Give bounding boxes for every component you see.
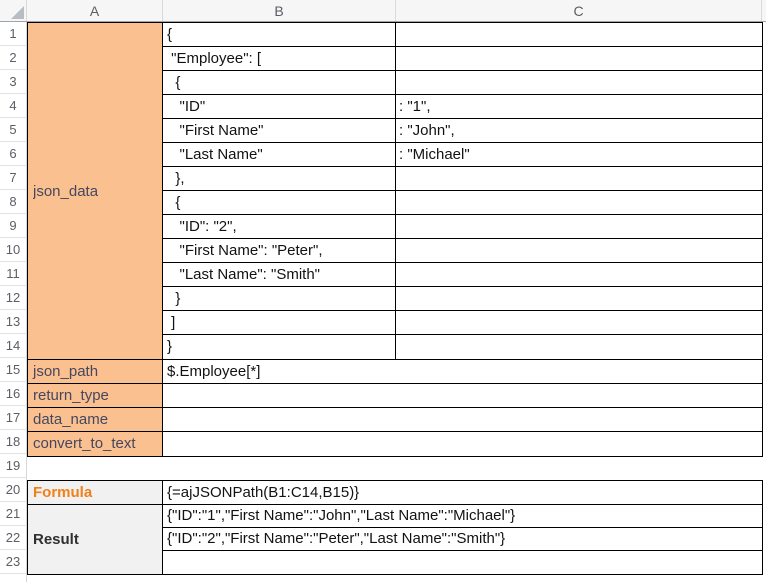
table-row: {: [163, 71, 762, 95]
table-row: }: [163, 335, 762, 359]
table-row: "Last Name" : "Michael": [163, 143, 762, 167]
table-row: },: [163, 167, 762, 191]
cell-c13[interactable]: [396, 311, 762, 334]
row-header-4[interactable]: 4: [0, 94, 27, 118]
cell-c8[interactable]: [396, 191, 762, 214]
cell-b5[interactable]: "First Name": [163, 119, 396, 142]
cell-c4[interactable]: : "1",: [399, 98, 431, 115]
row-header-17[interactable]: 17: [0, 406, 27, 430]
cell-c3[interactable]: [396, 71, 762, 94]
table-row: }: [163, 287, 762, 311]
cell-b8[interactable]: {: [163, 191, 396, 214]
row-header-stub: [0, 574, 27, 582]
column-header-row: A B C: [0, 0, 766, 22]
result-value-range: {"ID":"1","First Name":"John","Last Name…: [162, 504, 763, 575]
row-header-3[interactable]: 3: [0, 70, 27, 94]
cell-a20-formula-label[interactable]: Formula: [27, 480, 163, 505]
row-header-9[interactable]: 9: [0, 214, 27, 238]
cell-b23-result-3[interactable]: [163, 551, 762, 574]
row-header-22[interactable]: 22: [0, 526, 27, 550]
table-row: "ID" : "1",: [163, 95, 762, 119]
json-data-label: json_data: [33, 182, 99, 200]
cell-c1[interactable]: [396, 23, 762, 46]
row-header-15[interactable]: 15: [0, 358, 27, 382]
table-row: {: [163, 191, 762, 215]
row-header-10[interactable]: 10: [0, 238, 27, 262]
cell-a16-return-type[interactable]: return_type: [28, 384, 162, 408]
row-header-5[interactable]: 5: [0, 118, 27, 142]
cell-c12[interactable]: [396, 287, 762, 310]
cell-a17-data-name[interactable]: data_name: [28, 408, 162, 432]
cell-c5[interactable]: : "John",: [399, 122, 455, 139]
table-row: "First Name" : "John",: [163, 119, 762, 143]
cell-c7[interactable]: [396, 167, 762, 190]
cell-a1-json-data[interactable]: json_data: [27, 22, 163, 360]
cell-c2[interactable]: [396, 47, 762, 70]
cell-c11[interactable]: [396, 263, 762, 286]
result-label: Result: [33, 531, 79, 548]
table-row: ]: [163, 311, 762, 335]
row-header-12[interactable]: 12: [0, 286, 27, 310]
json-input-range: { "Employee": [ { "ID" : "1", "First Nam…: [162, 22, 763, 360]
table-row: "First Name": "Peter",: [163, 239, 762, 263]
cell-b17-data-name-value[interactable]: [163, 408, 762, 432]
cell-b12[interactable]: }: [163, 287, 396, 310]
column-header-b[interactable]: B: [163, 0, 396, 21]
cell-b10[interactable]: "First Name": "Peter",: [163, 239, 396, 262]
table-row: {: [163, 23, 762, 47]
parameter-label-column: json_path return_type data_name convert_…: [27, 359, 163, 457]
cell-b7[interactable]: },: [163, 167, 396, 190]
cell-b22-result-2[interactable]: {"ID":"2","First Name":"Peter","Last Nam…: [163, 528, 762, 551]
cell-b13[interactable]: ]: [163, 311, 396, 334]
cell-c9[interactable]: [396, 215, 762, 238]
row-header-21[interactable]: 21: [0, 502, 27, 526]
table-row: "Last Name": "Smith": [163, 263, 762, 287]
cell-b1[interactable]: {: [163, 23, 396, 46]
cell-b6[interactable]: "Last Name": [163, 143, 396, 166]
cell-b11[interactable]: "Last Name": "Smith": [163, 263, 396, 286]
row-header-11[interactable]: 11: [0, 262, 27, 286]
cell-a21-result-label[interactable]: Result: [27, 504, 163, 575]
row-header-20[interactable]: 20: [0, 478, 27, 502]
parameter-value-column: $.Employee[*]: [162, 359, 763, 457]
cell-b3[interactable]: {: [163, 71, 396, 94]
cell-b4[interactable]: "ID": [163, 95, 396, 118]
cell-b21-result-1[interactable]: {"ID":"1","First Name":"John","Last Name…: [163, 505, 762, 528]
row-header-16[interactable]: 16: [0, 382, 27, 406]
row-header-13[interactable]: 13: [0, 310, 27, 334]
column-header-extra: [762, 0, 766, 21]
table-row: "ID": "2",: [163, 215, 762, 239]
table-row: "Employee": [: [163, 47, 762, 71]
row-header-2[interactable]: 2: [0, 46, 27, 70]
select-all-button[interactable]: [0, 0, 27, 21]
cell-b15-json-path-value[interactable]: $.Employee[*]: [163, 360, 762, 384]
column-header-a[interactable]: A: [27, 0, 163, 21]
row-header-8[interactable]: 8: [0, 190, 27, 214]
row-header-19[interactable]: 19: [0, 454, 27, 478]
cell-b18-convert-to-text-value[interactable]: [163, 432, 762, 456]
row-header-6[interactable]: 6: [0, 142, 27, 166]
cell-a18-convert-to-text[interactable]: convert_to_text: [33, 435, 136, 452]
row-header-23[interactable]: 23: [0, 550, 27, 574]
row-header-7[interactable]: 7: [0, 166, 27, 190]
cell-b14[interactable]: }: [163, 335, 396, 359]
cell-b9[interactable]: "ID": "2",: [163, 215, 396, 238]
cell-c10[interactable]: [396, 239, 762, 262]
cell-b16-return-type-value[interactable]: [163, 384, 762, 408]
row-header-1[interactable]: 1: [0, 22, 27, 46]
row-header-18[interactable]: 18: [0, 430, 27, 454]
cell-b2[interactable]: "Employee": [: [163, 47, 396, 70]
cell-c6[interactable]: : "Michael": [399, 146, 470, 163]
select-all-icon: [11, 6, 24, 19]
cell-a15-json-path[interactable]: json_path: [28, 360, 162, 384]
column-header-c[interactable]: C: [396, 0, 762, 21]
cell-c14[interactable]: [396, 335, 762, 359]
row-header-column: 1 2 3 4 5 6 7 8 9 10 11 12 13 14 15 16 1…: [0, 22, 27, 582]
row-header-14[interactable]: 14: [0, 334, 27, 358]
cell-b20-formula-value[interactable]: {=ajJSONPath(B1:C14,B15)}: [162, 480, 763, 505]
